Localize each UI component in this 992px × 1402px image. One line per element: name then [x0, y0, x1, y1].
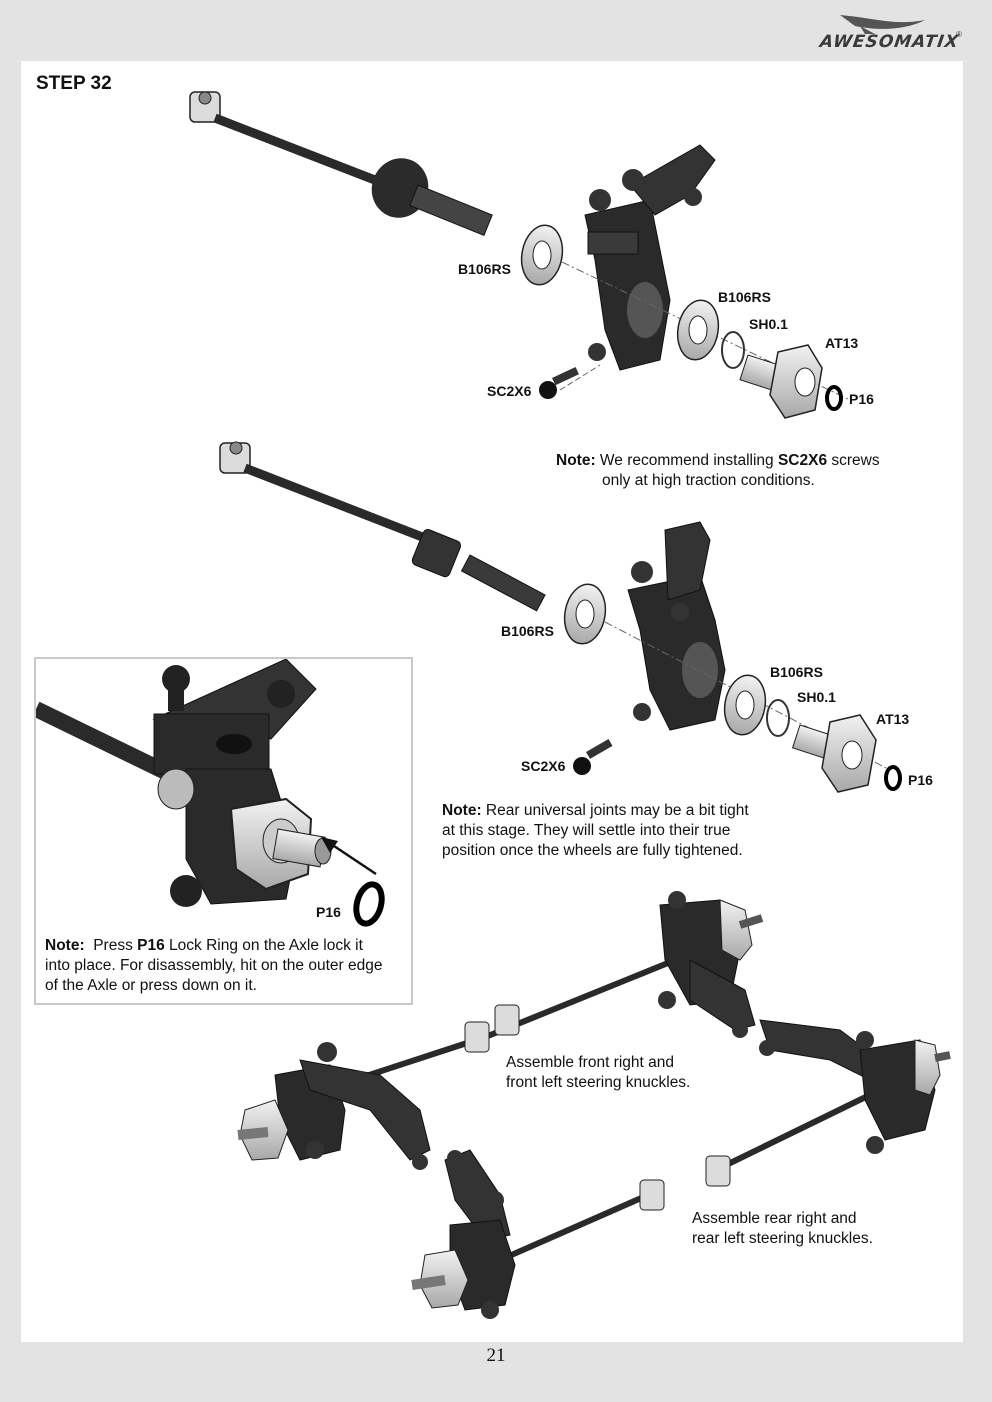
top-note-text: We recommend installing [595, 452, 778, 469]
middle-axle [791, 714, 877, 793]
middle-screw [573, 738, 613, 775]
inset-note-text-end: Lock Ring on the Axle lock it [164, 937, 363, 954]
page-number: 21 [486, 1345, 506, 1366]
middle-label-bearing-inner: B106RS [501, 623, 554, 639]
detail-illustration [36, 659, 385, 927]
top-label-screw: SC2X6 [487, 383, 532, 399]
top-label-lock-ring: P16 [849, 391, 874, 407]
inset-note-text: Press [84, 937, 138, 954]
top-shim [721, 331, 745, 369]
top-label-shim: SH0.1 [749, 316, 788, 332]
middle-label-screw: SC2X6 [521, 758, 566, 774]
top-label-bearing-inner: B106RS [458, 261, 511, 277]
rear-right-knuckle [759, 1019, 951, 1154]
detail-inset: P16 Note: Press P16 Lock Ring on the Axl… [34, 657, 413, 1005]
registered-mark: ® [956, 30, 962, 39]
middle-label-bearing-outer: B106RS [770, 664, 823, 680]
top-screw [539, 367, 579, 399]
middle-drive-shaft [219, 441, 546, 612]
top-note-bold: SC2X6 [777, 452, 828, 469]
brand-logo-swoosh [840, 15, 925, 34]
rear-left-knuckle [411, 1149, 516, 1319]
rear-caption-line-1: Assemble rear right and [692, 1210, 857, 1227]
inset-note-bold: P16 [137, 937, 165, 954]
middle-note-line-3: position once the wheels are fully tight… [442, 842, 743, 859]
front-left-knuckle [237, 1042, 431, 1170]
middle-note-prefix: Note: [442, 802, 482, 819]
top-note-prefix: Note: [556, 452, 596, 469]
inset-note-line-2: into place. For disassembly, hit on the … [45, 957, 383, 974]
middle-bearing-inner [563, 583, 607, 645]
inset-note-line-3: of the Axle or press down on it. [45, 977, 257, 994]
top-note-text-end: screws [827, 452, 880, 469]
top-bearing-outer [676, 299, 720, 361]
middle-bearing-outer [723, 674, 767, 736]
middle-note: Note: Rear universal joints may be a bit… [442, 801, 749, 861]
top-axle [739, 344, 823, 419]
top-label-axle: AT13 [825, 335, 859, 351]
middle-shim [766, 699, 790, 737]
top-label-bearing-outer: B106RS [718, 289, 771, 305]
middle-label-shim: SH0.1 [797, 689, 836, 705]
front-knuckles-caption: Assemble front right and front left stee… [506, 1053, 690, 1093]
inset-note: Note: Press P16 Lock Ring on the Axle lo… [45, 936, 411, 996]
step-title: STEP 32 [36, 73, 112, 94]
middle-note-line-2: at this stage. They will settle into the… [442, 822, 731, 839]
rear-caption-line-2: rear left steering knuckles. [692, 1230, 873, 1247]
middle-lock-ring [884, 765, 902, 791]
top-drive-shaft [189, 91, 493, 237]
top-knuckle [584, 144, 716, 371]
inset-note-prefix: Note: [45, 937, 85, 954]
top-note: Note: We recommend installing SC2X6 scre… [556, 451, 880, 491]
front-right-knuckle [658, 891, 764, 1038]
front-caption-line-2: front left steering knuckles. [506, 1074, 691, 1091]
middle-note-line-1: Rear universal joints may be a bit tight [481, 802, 749, 819]
top-bearing-inner [520, 224, 564, 286]
middle-label-lock-ring: P16 [908, 772, 933, 788]
top-note-line-2: only at high traction conditions. [602, 472, 815, 489]
top-lock-ring [825, 385, 843, 411]
rear-knuckles-caption: Assemble rear right and rear left steeri… [692, 1209, 873, 1249]
middle-knuckle [627, 521, 726, 731]
inset-label-lock-ring: P16 [316, 904, 341, 920]
front-caption-line-1: Assemble front right and [506, 1054, 675, 1071]
middle-label-axle: AT13 [876, 711, 910, 727]
